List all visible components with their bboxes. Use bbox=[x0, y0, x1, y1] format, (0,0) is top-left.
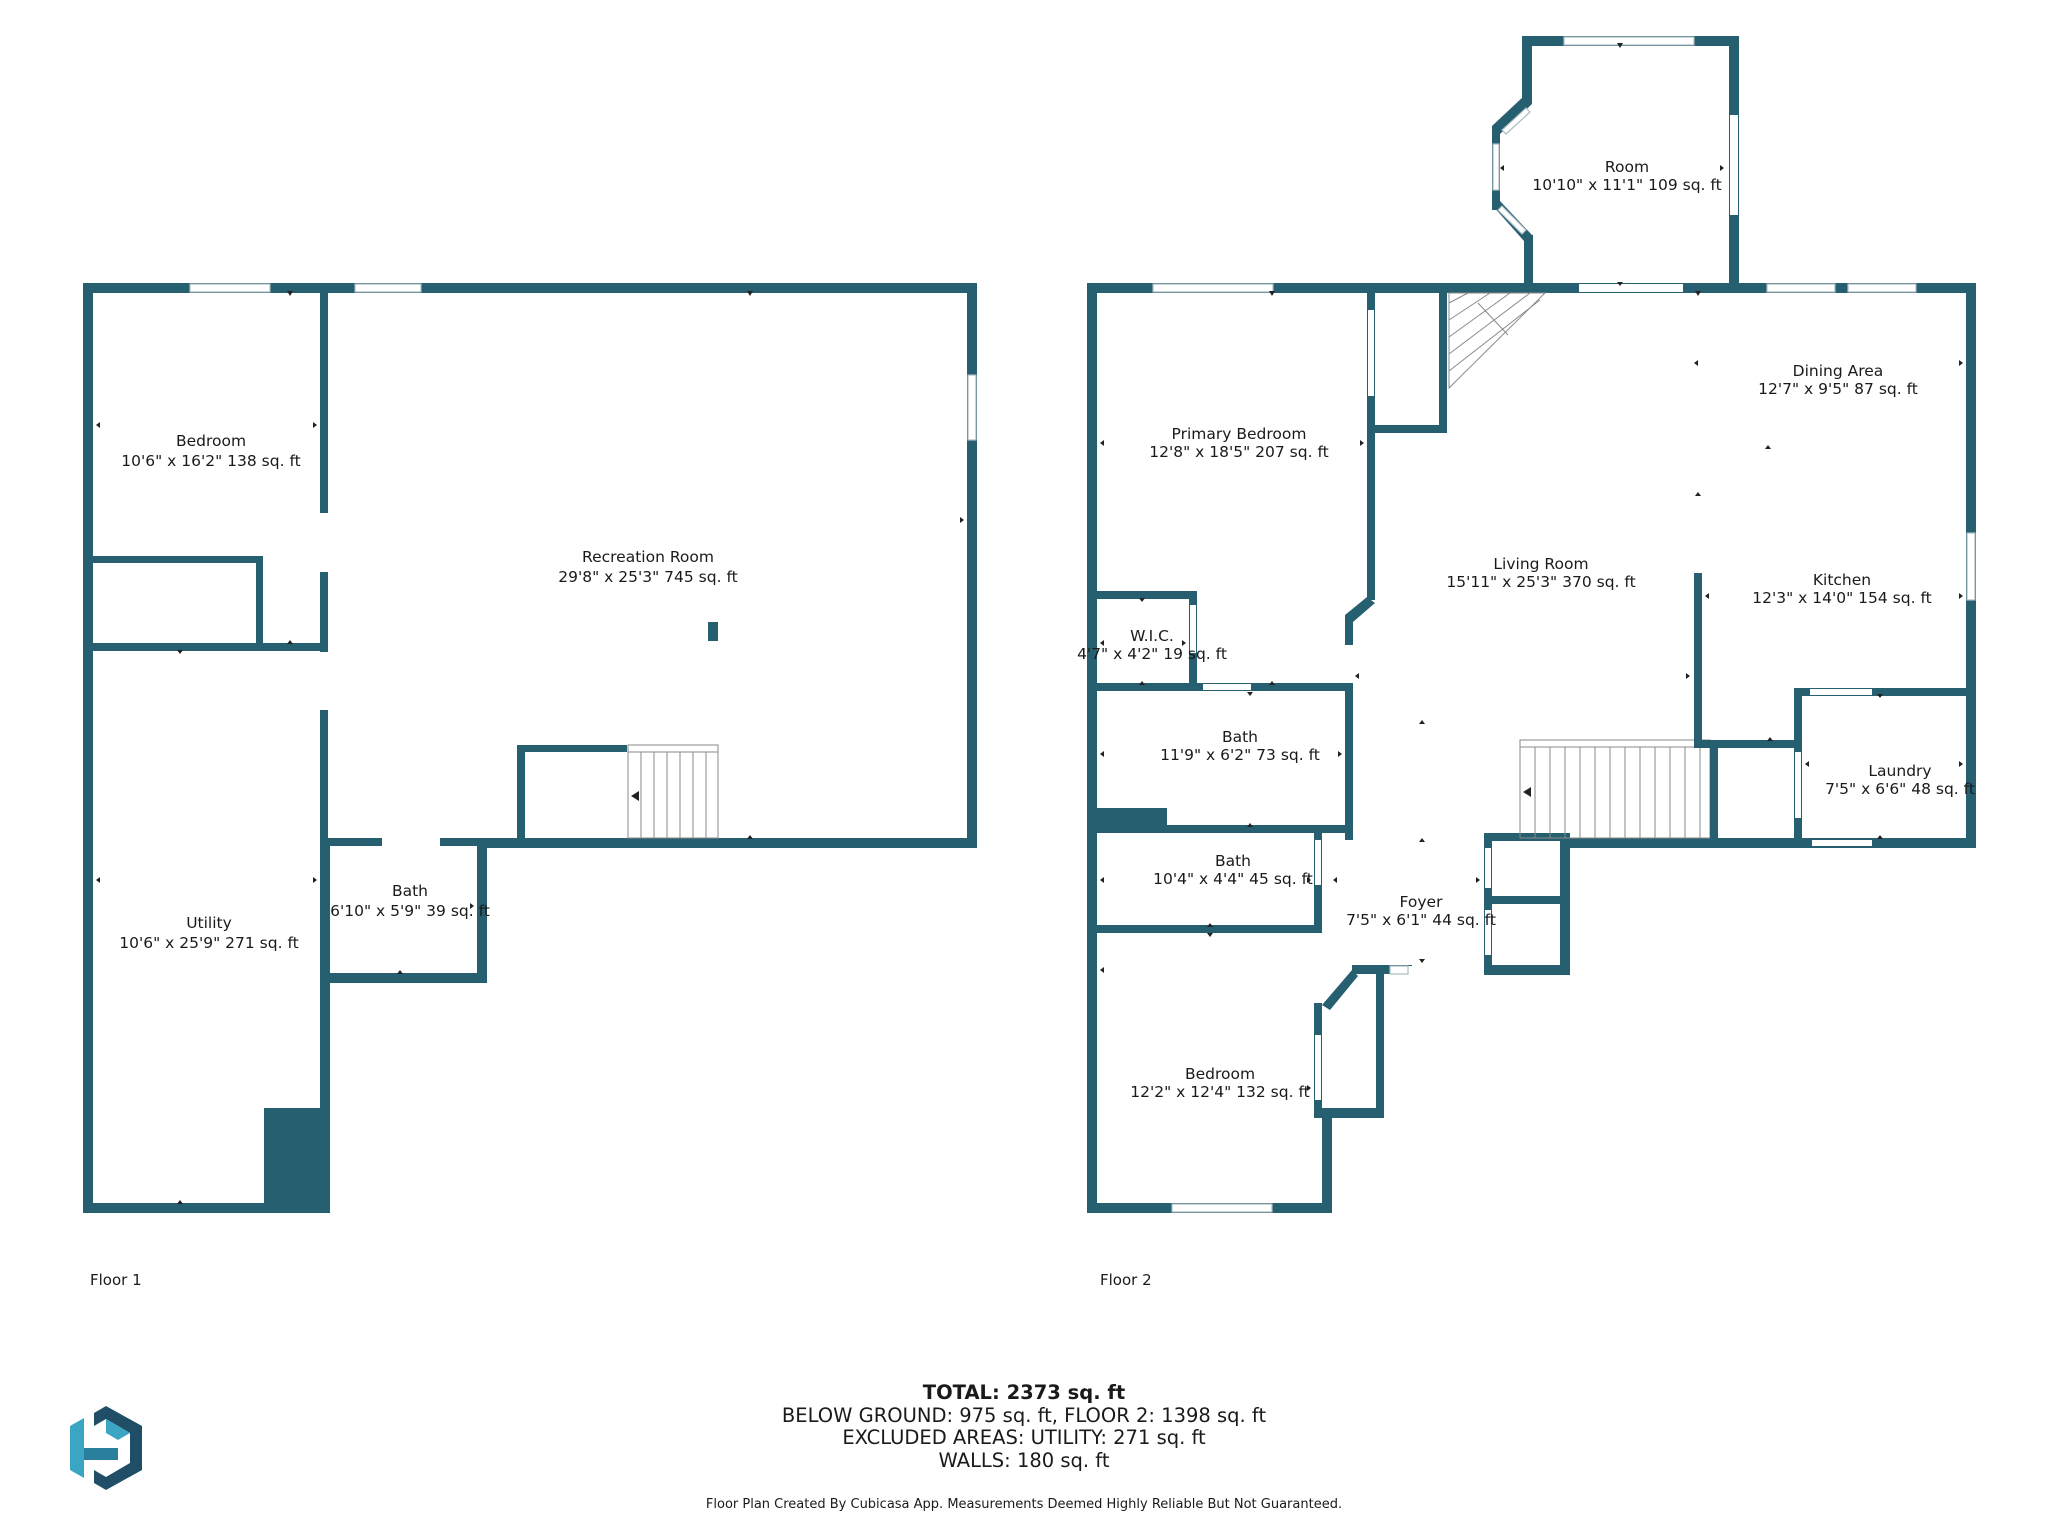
f2-dining-name: Dining Area bbox=[1793, 362, 1884, 380]
walls-area: WALLS: 180 sq. ft bbox=[938, 1448, 1110, 1472]
f2-laundry-dims: 7'5" x 6'6" 48 sq. ft bbox=[1825, 780, 1975, 798]
floor-2-stairs bbox=[1519, 739, 1711, 839]
floor-2-plan bbox=[1087, 36, 1976, 1213]
f2-bedroom-name: Bedroom bbox=[1185, 1065, 1255, 1083]
cubicasa-logo-icon bbox=[70, 1406, 142, 1490]
below-ground-area: BELOW GROUND: 975 sq. ft, FLOOR 2: 1398 … bbox=[781, 1403, 1267, 1427]
f2-foyer-name: Foyer bbox=[1400, 893, 1444, 911]
f2-living-name: Living Room bbox=[1493, 555, 1588, 573]
floor-2-label: Floor 2 bbox=[1100, 1271, 1152, 1289]
f1-bedroom-name: Bedroom bbox=[176, 432, 246, 450]
f2-bedroom-dims: 12'2" x 12'4" 132 sq. ft bbox=[1130, 1083, 1309, 1101]
f2-bath-b-name: Bath bbox=[1215, 852, 1251, 870]
f2-kitchen-dims: 12'3" x 14'0" 154 sq. ft bbox=[1752, 589, 1931, 607]
floor-1-plan bbox=[83, 283, 977, 1213]
f1-bath-dims: 6'10" x 5'9" 39 sq. ft bbox=[330, 902, 490, 920]
f2-primary-bedroom-name: Primary Bedroom bbox=[1172, 425, 1307, 443]
f2-foyer-dims: 7'5" x 6'1" 44 sq. ft bbox=[1346, 911, 1496, 929]
f2-bath-b-dims: 10'4" x 4'4" 45 sq. ft bbox=[1153, 870, 1313, 888]
f2-wic-name: W.I.C. bbox=[1130, 627, 1174, 645]
total-area: TOTAL: 2373 sq. ft bbox=[922, 1381, 1126, 1404]
f2-room-name: Room bbox=[1605, 158, 1649, 176]
f1-recreation-dims: 29'8" x 25'3" 745 sq. ft bbox=[558, 568, 737, 586]
excluded-areas: EXCLUDED AREAS: UTILITY: 271 sq. ft bbox=[842, 1426, 1206, 1449]
floor-2-upper-stairs bbox=[1448, 292, 1547, 390]
f2-bath-a-name: Bath bbox=[1222, 728, 1258, 746]
f2-dining-dims: 12'7" x 9'5" 87 sq. ft bbox=[1758, 380, 1918, 398]
f2-laundry-name: Laundry bbox=[1868, 762, 1931, 780]
floor-1-label: Floor 1 bbox=[90, 1271, 142, 1289]
floor-1-stairs bbox=[627, 744, 719, 839]
f1-utility-name: Utility bbox=[186, 914, 232, 932]
area-summary: TOTAL: 2373 sq. ft BELOW GROUND: 975 sq.… bbox=[0, 1381, 2048, 1472]
f2-wic-dims: 4'7" x 4'2" 19 sq. ft bbox=[1077, 645, 1227, 663]
f1-bedroom-dims: 10'6" x 16'2" 138 sq. ft bbox=[121, 452, 300, 470]
f1-recreation-name: Recreation Room bbox=[582, 548, 714, 566]
disclaimer: Floor Plan Created By Cubicasa App. Meas… bbox=[705, 1497, 1343, 1512]
f2-kitchen-name: Kitchen bbox=[1813, 571, 1871, 589]
f2-room-dims: 10'10" x 11'1" 109 sq. ft bbox=[1532, 176, 1721, 194]
f2-living-dims: 15'11" x 25'3" 370 sq. ft bbox=[1446, 573, 1635, 591]
f2-primary-bedroom-dims: 12'8" x 18'5" 207 sq. ft bbox=[1149, 443, 1328, 461]
f1-bath-name: Bath bbox=[392, 882, 428, 900]
f1-utility-dims: 10'6" x 25'9" 271 sq. ft bbox=[119, 934, 298, 952]
f2-bath-a-dims: 11'9" x 6'2" 73 sq. ft bbox=[1160, 746, 1320, 764]
